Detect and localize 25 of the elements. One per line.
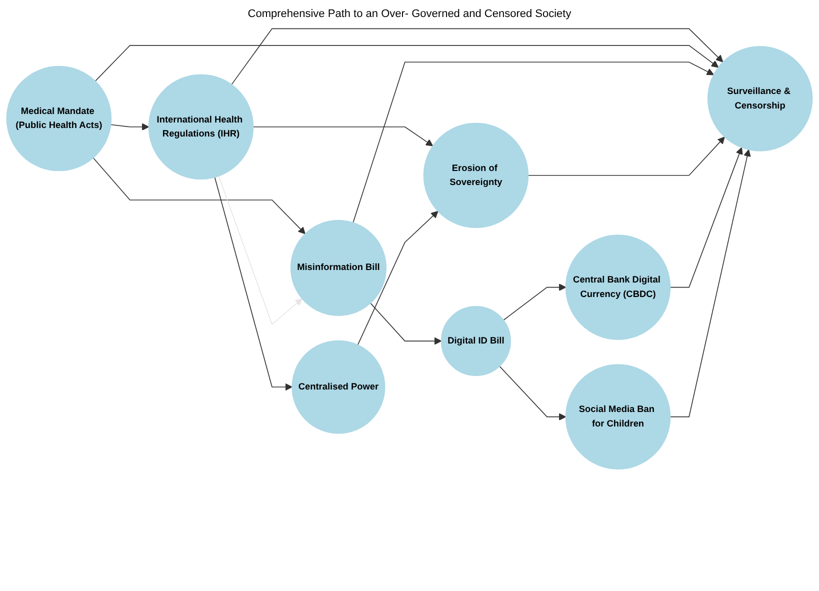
node-circle: International Health Regulations (IHR) bbox=[148, 74, 254, 180]
arrow bbox=[218, 176, 302, 326]
arrow bbox=[214, 176, 292, 391]
arrow bbox=[670, 147, 743, 288]
arrow bbox=[352, 62, 714, 223]
node-circle: Central Bank Digital Currency (CBDC) bbox=[565, 234, 671, 340]
arrow bbox=[252, 126, 434, 146]
arrow bbox=[370, 302, 442, 345]
arrow bbox=[357, 210, 438, 346]
node-circle: Social Media Ban for Children bbox=[565, 364, 671, 470]
arrow bbox=[528, 136, 725, 176]
arrow bbox=[503, 284, 566, 321]
arrow bbox=[670, 149, 751, 418]
node-circle: Surveillance & Censorship bbox=[707, 46, 813, 152]
node-circle: Misinformation Bill bbox=[290, 220, 387, 316]
node-circle: Medical Mandate (Public Health Acts) bbox=[6, 66, 112, 172]
arrow bbox=[110, 123, 150, 131]
node-circle: Digital ID Bill bbox=[440, 306, 511, 376]
node-circle: Centralised Power bbox=[292, 340, 386, 434]
diagram-title: Comprehensive Path to an Over- Governed and Censored Society bbox=[246, 8, 572, 20]
arrow bbox=[499, 366, 566, 420]
node-circle: Erosion of Sovereignty bbox=[423, 122, 529, 228]
arrow bbox=[92, 157, 306, 234]
arrow bbox=[231, 28, 724, 85]
arrow bbox=[94, 44, 719, 82]
